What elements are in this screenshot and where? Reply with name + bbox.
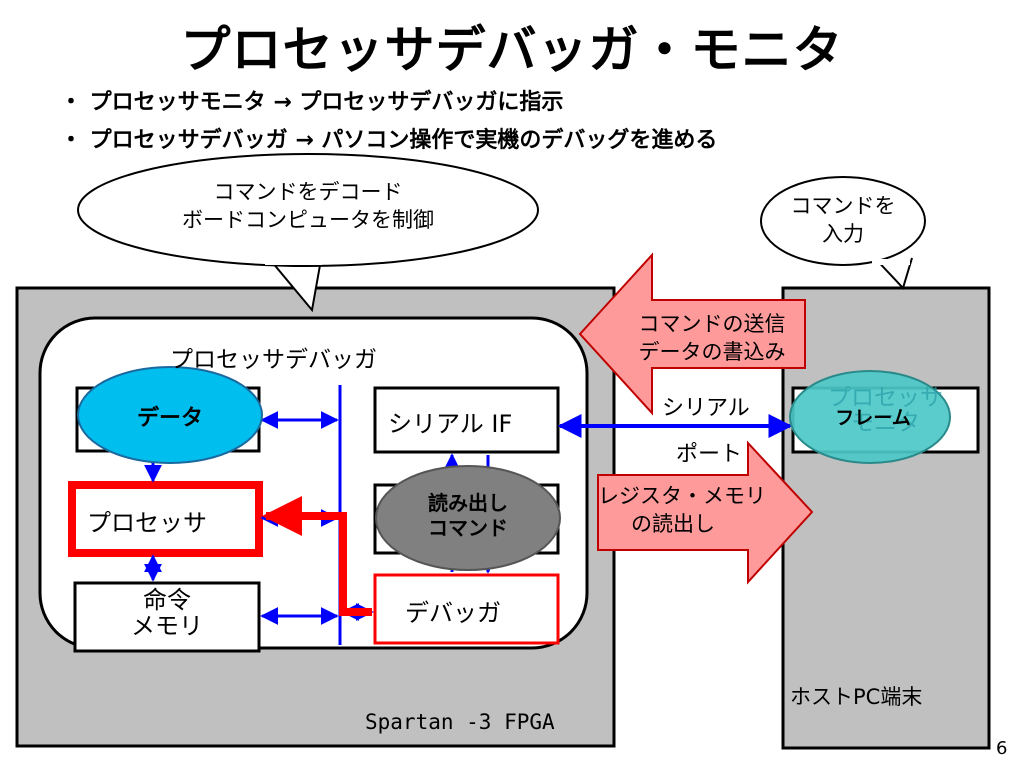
frame-ellipse	[789, 370, 951, 464]
register-read-line-1: レジスタ・メモリ	[598, 484, 766, 508]
instruction-memory-line-2: メモリ	[131, 612, 203, 641]
input-bubble-text: コマンドを 入力	[763, 192, 923, 249]
bullet-item-1: ・ プロセッサモニタ → プロセッサデバッガに指示	[60, 90, 564, 115]
input-bubble-line-2: 入力	[822, 222, 864, 247]
fpga-label: Spartan -3 FPGA	[365, 710, 555, 734]
processor-box	[68, 481, 263, 557]
page-title: プロセッサデバッガ・モニタ	[180, 21, 844, 79]
serial-if-label: シリアル IF	[388, 410, 513, 438]
host-pc-label: ホストPC端末	[790, 685, 923, 709]
register-read-line-2: の読出し	[631, 512, 715, 537]
serial-port-label-line-2: ポート	[676, 442, 743, 467]
page-number: 6	[996, 738, 1008, 759]
decode-speech-bubble	[77, 153, 539, 313]
command-send-line-1: コマンドの送信	[638, 312, 786, 336]
host-pc-panel	[781, 286, 991, 750]
register-read-text: レジスタ・メモリ の読出し	[598, 482, 766, 539]
frame-label: フレーム	[835, 407, 911, 429]
serial-if-box	[373, 386, 560, 454]
decode-bubble-line-1: コマンドをデコード	[213, 180, 403, 204]
input-bubble-line-1: コマンドを	[790, 194, 896, 218]
processor-label: プロセッサ	[87, 509, 207, 537]
register-read-arrow	[597, 440, 814, 585]
processor-monitor-line-1: プロセッサ	[828, 385, 943, 411]
data-label: データ	[136, 406, 203, 431]
decode-bubble-text: コマンドをデコード ボードコンピュータを制御	[108, 178, 508, 235]
command-send-arrow	[578, 252, 806, 416]
processor-monitor-label: プロセッサ モニタ	[793, 385, 978, 437]
processor-monitor-line-2: モニタ	[851, 410, 920, 437]
debugger-group-label: プロセッサデバッガ	[170, 347, 377, 373]
read-command-line-1: 読み出し	[428, 491, 508, 515]
instruction-memory-box	[73, 581, 261, 653]
instruction-memory-line-1: 命令	[143, 586, 191, 614]
read-command-label: 読み出し コマンド	[400, 491, 536, 541]
command-send-text: コマンドの送信 データの書込み	[612, 310, 812, 367]
bullet-item-2: ・ プロセッサデバッガ → パソコン操作で実機のデバッグを進める	[60, 128, 718, 153]
serial-port-label-line-1: シリアル	[662, 396, 750, 421]
command-send-line-2: データの書込み	[638, 340, 786, 365]
decode-bubble-line-2: ボードコンピュータを制御	[182, 208, 434, 233]
instruction-memory-label: 命令 メモリ	[75, 587, 259, 640]
read-command-line-2: コマンド	[428, 516, 508, 540]
input-speech-bubble	[760, 176, 926, 290]
data-ellipse	[77, 366, 263, 464]
read-command-ellipse	[375, 465, 561, 571]
debugger-label: デバッガ	[405, 599, 501, 627]
debugger-box	[373, 573, 560, 645]
debug-control-path	[262, 496, 372, 616]
